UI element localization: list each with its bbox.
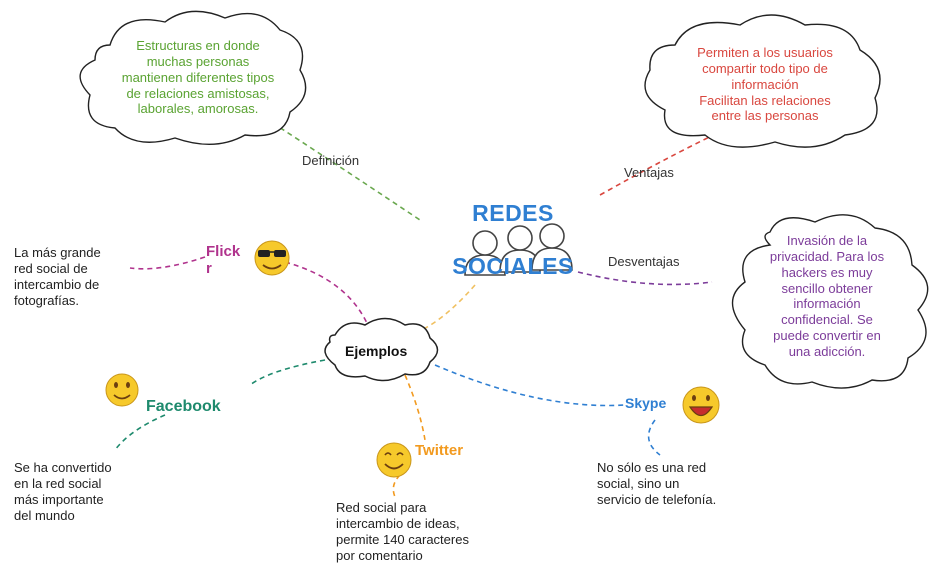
connector-definicion bbox=[264, 117, 421, 221]
desventajas-text: Invasión de la privacidad. Para los hack… bbox=[769, 233, 885, 360]
central-title: REDES SOCIALES bbox=[448, 174, 578, 306]
smiley-icon bbox=[105, 373, 139, 407]
laughing-smiley-icon bbox=[682, 386, 720, 424]
definicion-label: Definición bbox=[302, 153, 360, 168]
skype-description: No sólo es una red social, sino un servi… bbox=[597, 460, 717, 507]
flickr-description: La más grande red social de intercambio … bbox=[14, 245, 101, 308]
facebook-name: Facebook bbox=[146, 398, 221, 415]
title-line-2: SOCIALES bbox=[452, 253, 574, 280]
definicion-text: Estructuras en donde muchas personas man… bbox=[121, 38, 275, 117]
ventajas-label: Ventajas bbox=[624, 165, 674, 180]
connector-flickr bbox=[284, 261, 371, 331]
desventajas-label: Desventajas bbox=[608, 254, 680, 269]
ventajas-text: Permiten a los usuarios compartir todo t… bbox=[697, 45, 833, 124]
facebook-description: Se ha convertido en la red social más im… bbox=[14, 460, 112, 523]
connector-twitter-note bbox=[392, 474, 401, 498]
grin-smiley-icon bbox=[376, 442, 412, 478]
connector-twitter bbox=[404, 374, 426, 441]
skype-name: Skype bbox=[625, 395, 667, 411]
title-line-1: REDES bbox=[472, 200, 554, 227]
connector-skype bbox=[434, 364, 626, 407]
people-group-icon bbox=[464, 223, 573, 276]
flickr-name: Flick r bbox=[206, 243, 241, 277]
connector-skype-note bbox=[647, 419, 661, 456]
desventajas-cloud bbox=[731, 214, 929, 389]
ventajas-cloud bbox=[644, 14, 881, 148]
ejemplos-label: Ejemplos bbox=[345, 343, 408, 359]
twitter-description: Red social para intercambio de ideas, pe… bbox=[336, 500, 469, 563]
definicion-cloud bbox=[79, 10, 307, 146]
twitter-name: Twitter bbox=[415, 442, 464, 459]
connector-facebook bbox=[249, 359, 326, 386]
connector-desventajas bbox=[577, 271, 713, 286]
connector-facebook-note bbox=[114, 414, 166, 451]
ejemplos-cloud bbox=[324, 317, 439, 382]
sunglasses-smiley-icon bbox=[254, 240, 290, 276]
